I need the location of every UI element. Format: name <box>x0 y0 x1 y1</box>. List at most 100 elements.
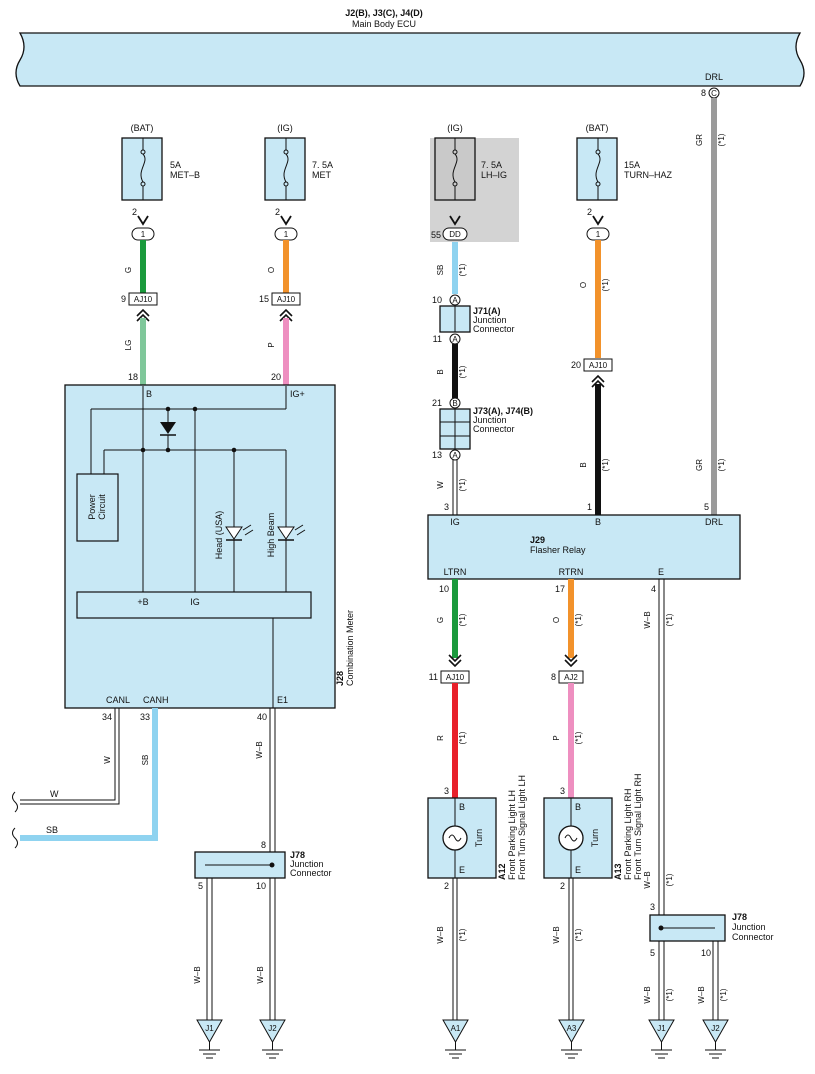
wire-wb-a1 <box>452 878 458 1020</box>
ecu-bar <box>15 32 805 87</box>
ground-j2-right-label: J2 <box>711 1024 720 1033</box>
meter-canh: CANH <box>143 695 169 705</box>
a13-line2: Front Turn Signal Light RH <box>633 773 643 880</box>
fuse-met-pin: 2 <box>275 207 280 217</box>
fuse-turnhaz-name: TURN–HAZ <box>624 170 673 180</box>
wire-label-wb-j1: W–B <box>193 966 202 983</box>
aj10-label-4: AJ10 <box>446 673 465 682</box>
a12-id: A12 <box>497 863 507 880</box>
j71-title: J71(A) <box>473 306 501 316</box>
ground-j2-left-label: J2 <box>268 1024 277 1033</box>
j71-desc1: Junction <box>473 315 507 325</box>
wire-label-w-canl: W <box>103 756 112 764</box>
aj10-connector-3 <box>583 358 613 372</box>
star-6: (*1) <box>717 133 726 146</box>
ground-a3 <box>558 1019 585 1059</box>
power-circuit-box <box>76 473 119 542</box>
wire-label-wb-j1-right: W–B <box>643 986 652 1003</box>
aj10-connector-2 <box>271 292 301 306</box>
a13-pin-3: 3 <box>560 786 565 796</box>
wire-label-wb-e-top: W–B <box>643 611 652 628</box>
ecu-drl-conn-letter: C <box>711 89 717 98</box>
j73-desc1: Junction <box>473 415 507 425</box>
j73-title: J73(A), J74(B) <box>473 406 533 416</box>
meter-plus-b: +B <box>137 597 148 607</box>
head-usa-label: Head (USA) <box>214 511 224 560</box>
fuse-turnhaz-rating: 15A <box>624 160 640 170</box>
j78-right-pin-3: 3 <box>650 902 655 912</box>
wire-label-sb-canh: SB <box>141 755 150 766</box>
star-16: (*1) <box>665 988 674 1001</box>
star-2: (*1) <box>458 365 467 378</box>
ground-j1 <box>196 1019 223 1059</box>
power-circuit-label-2: Circuit <box>97 494 107 520</box>
left-wire-w: W <box>50 789 59 799</box>
wire-label-gr-bottom: GR <box>695 459 704 471</box>
j78-left-desc1: Junction <box>290 859 324 869</box>
j78-right-desc1: Junction <box>732 922 766 932</box>
fuse-turnhaz-conn: 1 <box>596 230 601 239</box>
fuse-metb-name: MET–B <box>170 170 200 180</box>
wire-label-p-rtrn: P <box>552 735 561 740</box>
ecu-name: Main Body ECU <box>352 19 416 29</box>
j78-right-pin-5: 5 <box>650 948 655 958</box>
relay-pin-4: 4 <box>651 584 656 594</box>
fuse-turnhaz-pin: 2 <box>587 207 592 217</box>
wire-wb-e1 <box>269 708 276 852</box>
wire-wb-j2-right <box>712 941 719 1020</box>
j78-left-title: J78 <box>290 850 305 860</box>
a12-pin-3: 3 <box>444 786 449 796</box>
ground-j2-right <box>702 1019 729 1059</box>
fuse-metb-source: (BAT) <box>131 123 154 133</box>
fuse-met-conn: 1 <box>284 230 289 239</box>
star-9: (*1) <box>458 731 467 744</box>
ground-j1-right <box>648 1019 675 1059</box>
aj2-label: AJ2 <box>564 673 578 682</box>
ground-a3-label: A3 <box>567 1024 577 1033</box>
star-11: (*1) <box>574 731 583 744</box>
wire-label-o: O <box>267 267 276 273</box>
wire-label-b-turnhaz: B <box>579 462 588 467</box>
aj10-label-3: AJ10 <box>589 361 608 370</box>
relay-id: J29 <box>530 535 545 545</box>
fuse-metb-pin: 2 <box>132 207 137 217</box>
relay-rtrn: RTRN <box>559 567 584 577</box>
relay-ltrn: LTRN <box>444 567 467 577</box>
star-8: (*1) <box>458 613 467 626</box>
fuse-lhig-pin: 55 <box>431 230 441 240</box>
fuse-lhig-name: LH–IG <box>481 170 507 180</box>
meter-pin-b: B <box>146 389 152 399</box>
wire-w-canl <box>20 708 120 805</box>
meter-id: J28 <box>335 671 345 686</box>
j73-desc2: Connector <box>473 424 515 434</box>
relay-ig: IG <box>450 517 460 527</box>
a12-line1: Front Parking Light LH <box>507 790 517 880</box>
fuse-met-name: MET <box>312 170 332 180</box>
wire-sb-canh <box>20 708 158 841</box>
star-1: (*1) <box>458 263 467 276</box>
j78-left-pin-8: 8 <box>261 840 266 850</box>
j71-letter-bottom: A <box>452 335 458 344</box>
star-3: (*1) <box>458 478 467 491</box>
wire-label-o-rtrn: O <box>552 617 561 623</box>
meter-canl: CANL <box>106 695 130 705</box>
a13-line1: Front Parking Light RH <box>623 788 633 880</box>
star-4: (*1) <box>601 278 610 291</box>
star-5: (*1) <box>601 458 610 471</box>
j73-letter-bottom: A <box>452 451 458 460</box>
relay-pin-1: 1 <box>587 502 592 512</box>
j78-left-desc2: Connector <box>290 868 332 878</box>
j71-letter-top: A <box>452 296 458 305</box>
ground-j1-label: J1 <box>205 1024 214 1033</box>
wire-label-g: G <box>124 267 133 273</box>
j71-desc2: Connector <box>473 324 515 334</box>
wire-label-wb-e-bottom: W–B <box>643 871 652 888</box>
fuse-turnhaz-source: (BAT) <box>586 123 609 133</box>
wire-label-wb-j2-right: W–B <box>697 986 706 1003</box>
relay-pin-5: 5 <box>704 502 709 512</box>
fuse-metb-conn: 1 <box>141 230 146 239</box>
a13-pin-b: B <box>575 802 581 812</box>
meter-ig: IG <box>190 597 200 607</box>
j73-pin-21: 21 <box>432 398 442 408</box>
